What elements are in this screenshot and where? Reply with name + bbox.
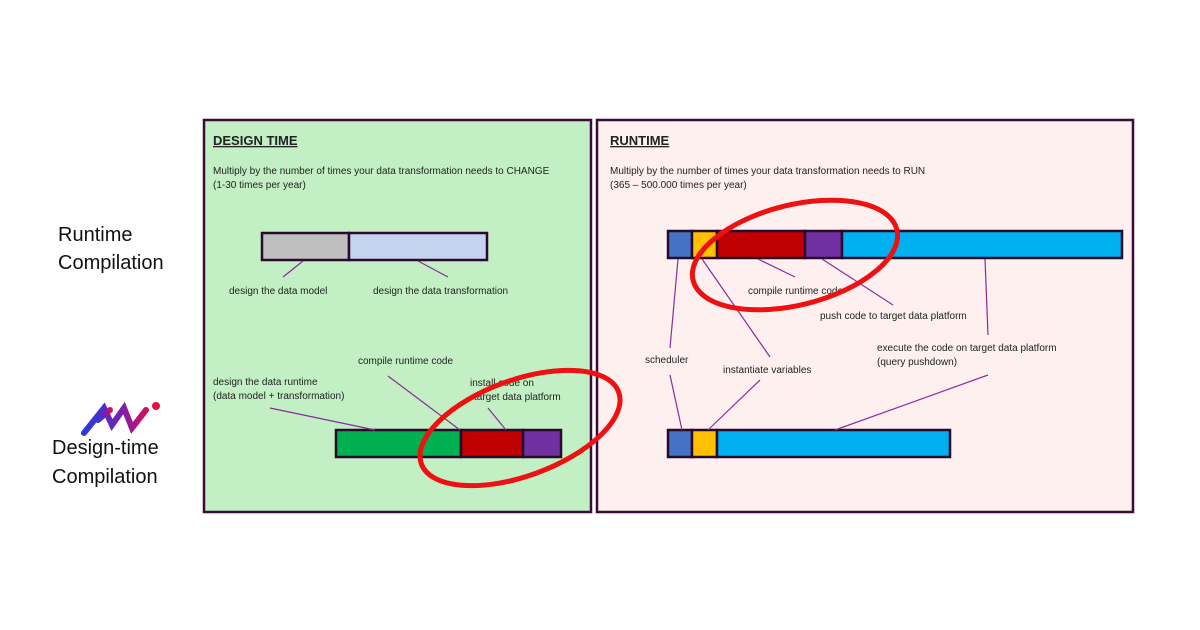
runtime-subtitle-1: Multiply by the number of times your dat… (610, 166, 925, 177)
connector (487, 407, 507, 431)
execute-label-2: (query pushdown) (877, 357, 957, 368)
design-runtime-label-2: (data model + transformation) (213, 391, 344, 402)
runtime-title: RUNTIME (610, 133, 670, 148)
compile-segment (459, 428, 525, 459)
logo-icon (81, 401, 160, 436)
execute-segment (715, 428, 952, 459)
design-subtitle-1: Multiply by the number of times your dat… (213, 166, 550, 177)
install-segment (521, 428, 563, 459)
design-time-title: DESIGN TIME (213, 133, 298, 148)
connector (669, 374, 683, 431)
runtime-compilation-label-1: Runtime (58, 224, 132, 246)
execute-segment (840, 229, 1124, 260)
design-data-model-label: design the data model (229, 286, 327, 297)
runtime-compile-label: compile runtime code (748, 286, 843, 297)
highlight-circle-runtime (689, 197, 901, 313)
design-transformation-segment (347, 231, 489, 262)
execute-label-1: execute the code on target data platform (877, 343, 1057, 354)
install-label-2: target data platform (474, 392, 561, 403)
design-compile-label: compile runtime code (358, 356, 453, 367)
push-segment (803, 229, 844, 260)
scheduler-segment (666, 428, 694, 459)
runtime-compilation-label-2: Compilation (58, 252, 164, 274)
connector (834, 374, 989, 431)
scheduler-label: scheduler (645, 355, 689, 366)
scheduler-segment (666, 229, 694, 260)
design-time-compilation-label-1: Design-time (52, 437, 159, 459)
connector (757, 258, 796, 278)
connector (282, 260, 304, 278)
design-subtitle-2: (1-30 times per year) (213, 180, 306, 191)
connector (707, 379, 761, 431)
instantiate-segment (690, 428, 719, 459)
highlight-circle-design (417, 367, 623, 489)
connector (669, 258, 679, 349)
design-time-compilation-label-2: Compilation (52, 466, 158, 488)
connector (269, 407, 376, 431)
connector (417, 260, 449, 278)
push-label: push code to target data platform (820, 311, 967, 322)
compile-segment (715, 229, 807, 260)
connector (387, 375, 461, 431)
design-runtime-segment (334, 428, 463, 459)
design-transformation-label: design the data transformation (373, 286, 508, 297)
connector (984, 258, 989, 336)
design-data-model-segment (260, 231, 351, 262)
design-runtime-label-1: design the data runtime (213, 377, 318, 388)
instantiate-label: instantiate variables (723, 365, 811, 376)
runtime-subtitle-2: (365 – 500.000 times per year) (610, 180, 747, 191)
